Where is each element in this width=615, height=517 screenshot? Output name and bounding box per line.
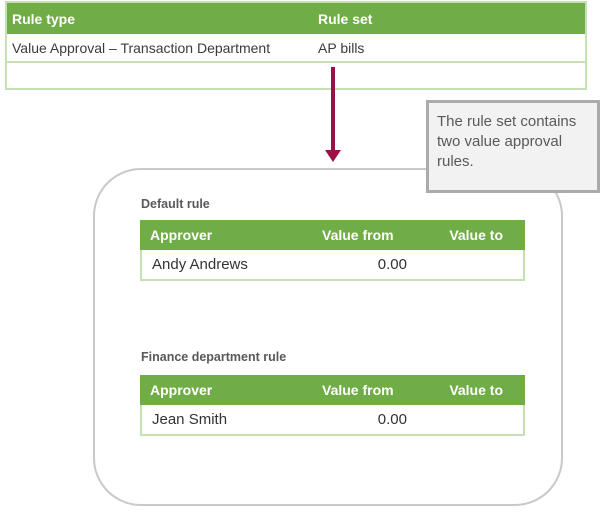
rule-type-table: Rule type Rule set Value Approval – Tran… <box>5 1 587 90</box>
header-cell-rule-type: Rule type <box>12 10 76 27</box>
approver-row: Jean Smith 0.00 <box>140 405 525 436</box>
cell-rule-type-value: Value Approval – Transaction Department <box>12 39 271 56</box>
rule-type-row: Value Approval – Transaction Department … <box>7 34 585 63</box>
rule-type-empty-row <box>7 63 585 88</box>
header-cell-value-to: Value to <box>449 227 503 243</box>
rule-set-container <box>93 168 563 506</box>
callout-text: The rule set contains two value approval… <box>437 113 577 170</box>
cell-approver: Andy Andrews <box>152 256 248 273</box>
approver-table-default: Approver Value from Value to Andy Andrew… <box>140 220 525 281</box>
header-cell-approver: Approver <box>150 382 213 398</box>
cell-rule-set-value: AP bills <box>318 39 365 56</box>
approver-table-header: Approver Value from Value to <box>140 220 525 250</box>
approver-table-header: Approver Value from Value to <box>140 375 525 405</box>
down-arrow-icon <box>331 67 335 151</box>
rule-set-title-finance: Finance department rule <box>141 350 287 364</box>
rule-type-table-header: Rule type Rule set <box>7 3 585 34</box>
callout-box: The rule set contains two value approval… <box>426 100 600 193</box>
header-cell-rule-set: Rule set <box>318 10 373 27</box>
approver-row: Andy Andrews 0.00 <box>140 250 525 281</box>
cell-value-from: 0.00 <box>377 256 407 273</box>
rule-set-title-default: Default rule <box>141 197 210 211</box>
cell-approver: Jean Smith <box>152 411 228 428</box>
approver-table-finance: Approver Value from Value to Jean Smith … <box>140 375 525 436</box>
cell-value-from: 0.00 <box>377 411 407 428</box>
header-cell-value-from: Value from <box>322 227 394 243</box>
header-cell-value-to: Value to <box>449 382 503 398</box>
down-arrow-head-icon <box>325 150 341 162</box>
header-cell-value-from: Value from <box>322 382 394 398</box>
header-cell-approver: Approver <box>150 227 213 243</box>
